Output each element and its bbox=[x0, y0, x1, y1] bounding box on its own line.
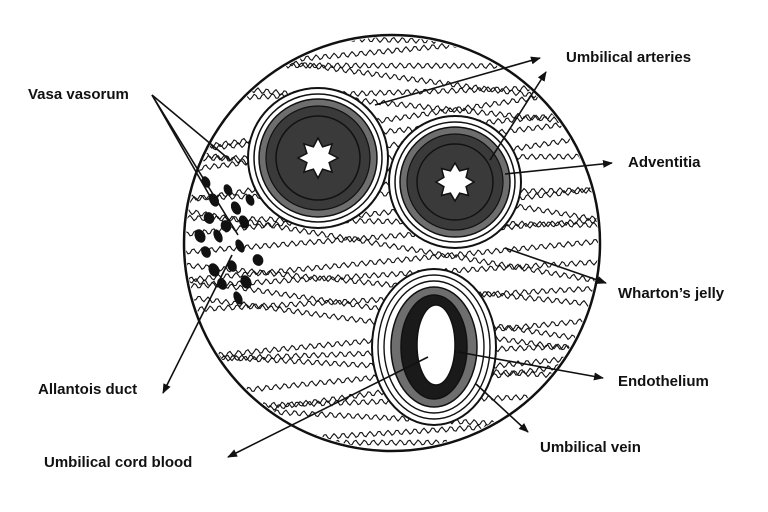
pointer-umbilical-arteries-2 bbox=[489, 71, 547, 161]
pointer-allantois-duct bbox=[162, 254, 233, 394]
umbilical-artery-left bbox=[247, 87, 389, 229]
pointer-adventitia bbox=[504, 159, 613, 175]
label-umbilical-cord-blood: Umbilical cord blood bbox=[44, 454, 192, 471]
duct-vessel-dot bbox=[252, 254, 264, 266]
duct-vessel-dot bbox=[223, 184, 233, 196]
duct-vessel-dot bbox=[220, 220, 232, 232]
label-umbilical-arteries: Umbilical arteries bbox=[566, 49, 691, 66]
duct-vessel-dot bbox=[194, 229, 206, 243]
duct-vessel-dot bbox=[240, 275, 252, 289]
duct-vessel-dot bbox=[245, 194, 255, 206]
duct-vessel-dot bbox=[203, 212, 215, 224]
pointer-vasa-vasorum-1 bbox=[151, 94, 231, 161]
umbilical-vein bbox=[371, 268, 497, 426]
duct-vessel-dot bbox=[235, 239, 245, 253]
jelly-fiber bbox=[186, 208, 598, 286]
label-endothelium: Endothelium bbox=[618, 373, 709, 390]
label-whartons-jelly: Wharton’s jelly bbox=[618, 285, 725, 302]
pointer-whartons-jelly bbox=[504, 247, 607, 284]
duct-vessel-dot bbox=[208, 193, 220, 207]
label-vasa-vasorum: Vasa vasorum bbox=[28, 86, 129, 103]
pointer-endothelium bbox=[457, 351, 604, 381]
duct-vessel-dot bbox=[213, 229, 223, 243]
jelly-fiber bbox=[186, 261, 598, 309]
label-allantois-duct: Allantois duct bbox=[38, 381, 137, 398]
pointer-lines bbox=[151, 56, 613, 458]
pointer-vasa-vasorum-3 bbox=[151, 94, 239, 236]
duct-vessel-dot bbox=[227, 260, 237, 272]
jelly-fiber bbox=[186, 214, 598, 229]
label-adventitia: Adventitia bbox=[628, 154, 701, 171]
jelly-fiber bbox=[186, 237, 598, 284]
label-umbilical-vein: Umbilical vein bbox=[540, 439, 641, 456]
pointer-umbilical-cord-blood bbox=[227, 356, 429, 458]
umbilical-artery-right bbox=[388, 115, 522, 249]
duct-vessel-dot bbox=[230, 201, 242, 215]
duct-vessel-dot bbox=[233, 291, 243, 305]
pointer-umbilical-vein bbox=[475, 383, 529, 433]
jelly-fiber bbox=[186, 186, 598, 239]
duct-vessel-dot bbox=[238, 215, 250, 229]
jelly-fiber bbox=[186, 216, 598, 256]
allantois-duct-region bbox=[194, 176, 264, 305]
vein-lumen bbox=[416, 304, 456, 386]
duct-vessel-dot bbox=[208, 263, 220, 277]
pointer-umbilical-arteries-1 bbox=[374, 56, 541, 106]
duct-vessel-dot bbox=[201, 246, 211, 258]
